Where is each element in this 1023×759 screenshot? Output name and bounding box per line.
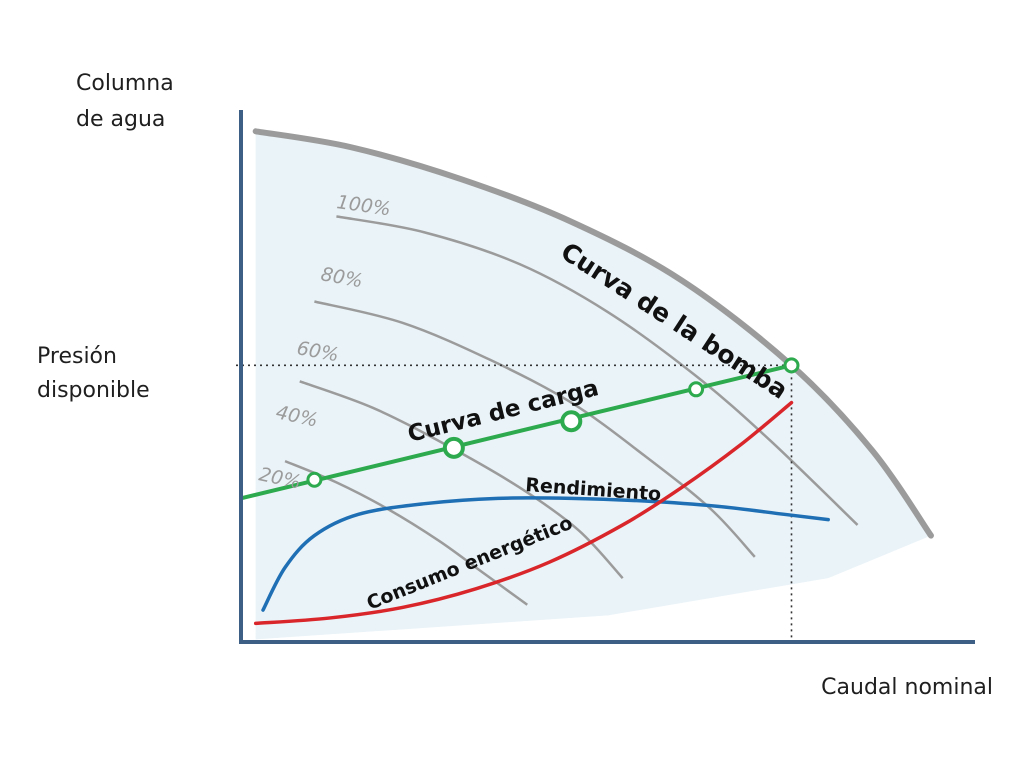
load-point bbox=[688, 381, 705, 398]
load-point bbox=[560, 410, 583, 433]
speed-curve bbox=[336, 215, 859, 526]
y-axis-label-line-2: de agua bbox=[76, 107, 165, 132]
pressure-label-line-2: disponible bbox=[37, 378, 150, 403]
speed-curve bbox=[299, 380, 624, 580]
energy-curve bbox=[253, 400, 794, 626]
y-axis-label-line-1: Columna bbox=[76, 71, 174, 96]
load-points bbox=[306, 357, 800, 488]
load-point bbox=[442, 436, 465, 459]
load-point bbox=[783, 357, 800, 374]
x-axis-label: Caudal nominal bbox=[821, 675, 993, 700]
efficiency-curve bbox=[261, 496, 830, 612]
speed-curve bbox=[284, 459, 528, 606]
pressure-label-line-1: Presión bbox=[37, 344, 117, 369]
pump-curve bbox=[252, 128, 934, 539]
load-point bbox=[306, 471, 323, 488]
speed-curves bbox=[284, 215, 859, 606]
speed-curve bbox=[314, 300, 756, 558]
